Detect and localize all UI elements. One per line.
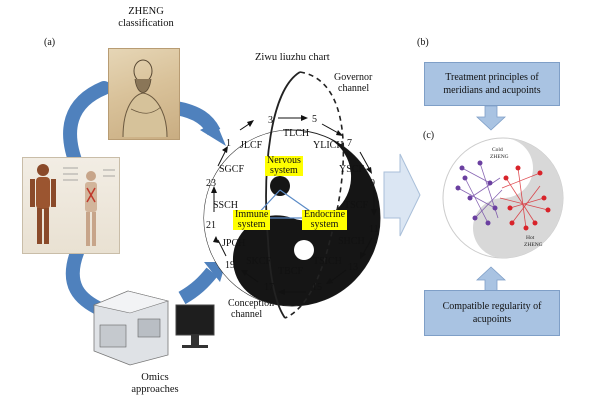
hot-zheng-label: Hot: [526, 235, 535, 241]
chart-title: Ziwu liuzhu chart: [255, 52, 330, 63]
cycle-number: 7: [347, 138, 352, 149]
treatment-principles-box: Treatment principles of meridians and ac…: [424, 62, 560, 106]
mass-spectrometer-icon: [93, 290, 215, 366]
cycle-number: 1: [226, 138, 231, 149]
channel-label: JLCF: [240, 140, 263, 151]
panel-b-label: (b): [417, 37, 429, 48]
nervous-system-label: Nervous system: [265, 155, 303, 176]
cycle-number: 13: [348, 262, 358, 273]
cycle-number: 17: [264, 282, 274, 293]
conception-label: Conception channel: [228, 298, 275, 320]
panel-c-label: (c): [423, 130, 435, 141]
big-right-arrow: [383, 153, 421, 237]
anatomy-model-image: [22, 157, 120, 254]
channel-label: TSCF: [344, 200, 368, 211]
cycle-number: 23: [206, 178, 216, 189]
hot-network-nodes: [503, 165, 551, 231]
channel-label: YLICH: [313, 140, 344, 151]
human-figure-icon: [30, 164, 115, 246]
channel-label: TSICH: [313, 256, 342, 267]
panel-a-label: (a): [44, 37, 56, 48]
channel-label: SHCH: [338, 236, 365, 247]
cycle-number: 11: [369, 224, 379, 235]
cycle-number: 19: [225, 260, 235, 271]
curved-arrow-up: [63, 81, 111, 175]
cold-network-nodes: [455, 160, 498, 226]
immune-system-label: Immune system: [233, 209, 271, 230]
hot-network-edges: [499, 167, 549, 229]
zheng-title: ZHENG classification: [118, 6, 174, 29]
down-arrow-icon: [476, 105, 506, 131]
cycle-number: 15: [312, 282, 322, 293]
omics-instrument-image: [90, 285, 225, 367]
channel-label: SKCF: [246, 256, 271, 267]
hot-zheng-label: ZHENG: [524, 242, 543, 248]
sage-portrait-image: [108, 48, 180, 140]
channel-label: TBCF: [278, 266, 303, 277]
compatible-regularity-box: Compatible regularity of acupoints: [424, 290, 560, 336]
cycle-number: 3: [268, 115, 273, 126]
portrait-sketch-icon: [122, 59, 168, 138]
arrow-omics-to-chart: [178, 267, 218, 305]
cycle-arrow-heads: [211, 115, 377, 295]
cycle-number: 21: [206, 220, 216, 231]
cold-zheng-label: ZHENG: [490, 154, 509, 160]
governor-label: Governor channel: [334, 72, 373, 94]
omics-title: Omics approaches: [131, 372, 179, 395]
cycle-number: 5: [312, 114, 317, 125]
channel-label: YSCF: [339, 164, 364, 175]
channel-label: JPCH: [222, 238, 245, 249]
channel-label: TLCH: [283, 128, 309, 139]
systems-triangle: [252, 189, 322, 219]
cycle-number: 9: [370, 178, 375, 189]
endocrine-system-label: Endocrine system: [302, 209, 348, 230]
cold-zheng-label: Cold: [492, 147, 503, 153]
up-arrow-icon: [476, 266, 506, 292]
channel-label: SSCH: [213, 200, 238, 211]
channel-label: SGCF: [219, 164, 244, 175]
zheng-network-diagram: Cold ZHENG Hot ZHENG: [442, 137, 564, 259]
